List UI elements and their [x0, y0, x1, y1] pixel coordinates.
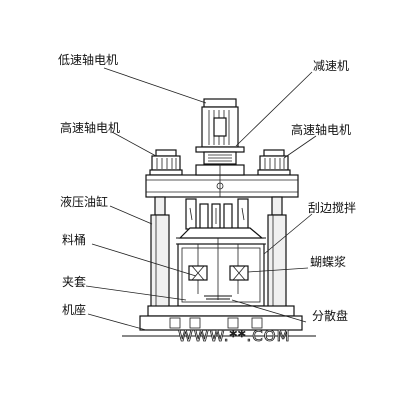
barrel-lid	[176, 227, 266, 245]
watermark: WWW.**.COM	[178, 327, 291, 345]
label-scraper-stirrer: 刮边搅拌	[308, 200, 356, 215]
label-barrel: 料桶	[62, 232, 86, 247]
machine-base	[122, 305, 316, 337]
high-speed-motor-left	[149, 149, 183, 176]
reducer	[203, 151, 237, 165]
label-hydraulic-cylinder: 液压油缸	[60, 194, 108, 209]
crossbeam	[145, 164, 299, 198]
label-base: 机座	[62, 302, 86, 317]
high-speed-motor-right	[257, 149, 291, 176]
label-high-speed-motor-left: 高速轴电机	[60, 120, 120, 135]
label-high-speed-motor-right: 高速轴电机	[291, 122, 351, 137]
label-jacket: 夹套	[62, 275, 86, 289]
label-disperser-disc: 分散盘	[312, 308, 348, 323]
disperser-disc	[204, 295, 232, 300]
label-low-speed-motor: 低速轴电机	[58, 52, 118, 67]
shaft-sleeves	[185, 198, 249, 231]
butterfly-paddle-left	[188, 265, 208, 281]
low-speed-motor	[195, 98, 245, 153]
butterfly-paddle-right	[229, 265, 249, 281]
label-reducer: 减速机	[313, 59, 349, 73]
leader-lines	[85, 67, 317, 331]
label-butterfly-paddle: 蝴蝶浆	[310, 254, 346, 269]
